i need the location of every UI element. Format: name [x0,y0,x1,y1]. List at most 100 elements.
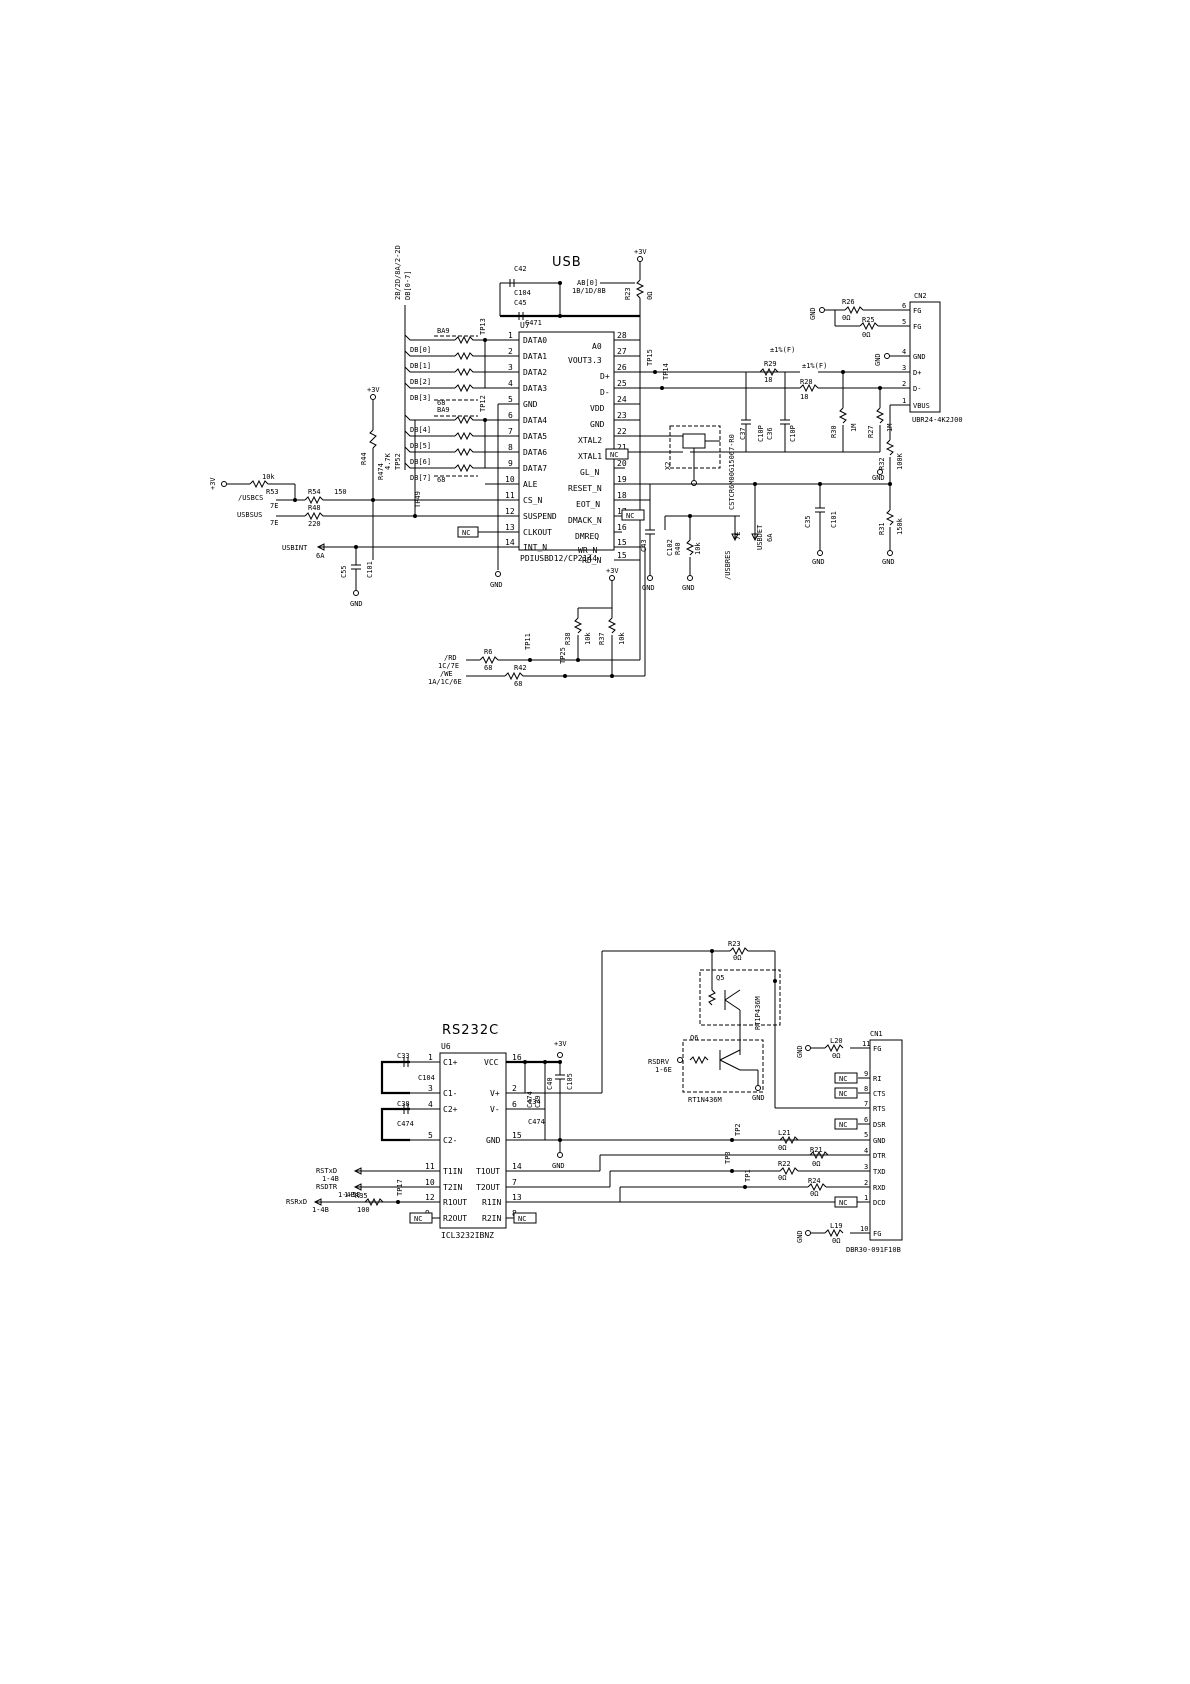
svg-text:C474: C474 [397,1120,414,1128]
svg-text:+3V: +3V [554,1040,567,1048]
svg-text:10k: 10k [694,542,702,555]
svg-text:150k: 150k [896,517,904,535]
cn2-pin-fg5: 5FG [890,318,921,331]
svg-text:D-: D- [600,388,610,397]
svg-text:0Ω: 0Ω [733,954,741,962]
svg-text:/USBCS: /USBCS [238,494,263,502]
svg-text:R1OUT: R1OUT [443,1198,467,1207]
svg-text:0Ω: 0Ω [812,1160,820,1168]
svg-text:NC: NC [518,1215,526,1223]
svg-text:100K: 100K [896,452,904,470]
svg-text:2: 2 [508,347,513,356]
svg-text:8: 8 [508,443,513,452]
svg-text:TP25: TP25 [559,647,567,664]
svg-text:CN1: CN1 [870,1030,883,1038]
svg-text:DCD: DCD [873,1199,886,1207]
svg-text:2: 2 [512,1084,517,1093]
svg-text:GND: GND [642,584,655,592]
svg-text:A0: A0 [592,342,602,351]
svg-text:DATA7: DATA7 [523,464,547,473]
u7-pin-25: 25D- [600,379,655,397]
svg-text:VDD: VDD [590,404,605,413]
svg-text:T1OUT: T1OUT [476,1167,500,1176]
cn2-pin-dm: 2D- [902,380,921,393]
svg-text:68: 68 [514,680,522,688]
svg-text:16: 16 [617,523,627,532]
svg-text:1-5D: 1-5D [344,1191,361,1199]
svg-text:DB[0-7]: DB[0-7] [404,270,412,300]
u6-pin-3: 3C1- [410,1084,457,1098]
svg-text:RT1P436M: RT1P436M [754,996,762,1030]
svg-text:RXD: RXD [873,1184,886,1192]
svg-text:D+: D+ [600,372,610,381]
resistor-array-ba9-b: BA9 68 [434,406,478,484]
svg-text:VBUS: VBUS [913,402,930,410]
svg-text:R37: R37 [598,632,606,645]
svg-text:L19: L19 [830,1222,843,1230]
svg-text:1: 1 [508,331,513,340]
svg-text:R6: R6 [484,648,492,656]
svg-text:GND: GND [882,558,895,566]
svg-text:+3V: +3V [209,477,217,490]
svg-text:DATA2: DATA2 [523,368,547,377]
cn1-pin-9: 9RI [858,1070,881,1083]
svg-text:NC: NC [610,451,618,459]
svg-text:3: 3 [428,1084,433,1093]
svg-text:R44: R44 [360,452,368,465]
svg-text:C2+: C2+ [443,1105,458,1114]
svg-text:RSDTR: RSDTR [316,1183,338,1191]
svg-text:15: 15 [512,1131,522,1140]
svg-text:GND: GND [490,581,503,589]
svg-text:EOT_N: EOT_N [576,500,600,509]
svg-text:5: 5 [864,1131,868,1139]
svg-text:/USBRES: /USBRES [724,550,732,580]
svg-text:C2-: C2- [443,1136,457,1145]
svg-text:GND: GND [809,307,817,320]
svg-text:7E: 7E [734,532,742,540]
svg-text:20: 20 [617,459,627,468]
svg-text:6A: 6A [766,533,774,542]
svg-text:GND: GND [913,353,926,361]
svg-text:R29: R29 [764,360,777,368]
svg-text:21: 21 [617,443,627,452]
svg-text:7E: 7E [270,502,278,510]
svg-text:Q6: Q6 [690,1034,698,1042]
usb-right-side: NC NC TP15 TP14 ±1%(F) ±1%(F) R29 18 R28… [605,292,963,592]
svg-text:TP52: TP52 [394,453,402,470]
svg-text:±1%(F): ±1%(F) [802,362,827,370]
svg-text:4: 4 [508,379,513,388]
svg-text:R27: R27 [867,425,875,438]
svg-text:DB[0]: DB[0] [410,346,431,354]
svg-text:T2OUT: T2OUT [476,1183,500,1192]
svg-text:DB[5]: DB[5] [410,442,431,450]
svg-text:GND: GND [796,1230,804,1243]
svg-text:TP15: TP15 [646,349,654,366]
svg-text:NC: NC [626,512,634,520]
svg-text:12: 12 [505,507,515,516]
svg-text:12: 12 [425,1193,435,1202]
svg-text:10k: 10k [262,473,275,481]
svg-text:6A: 6A [316,552,325,560]
svg-text:GND: GND [872,474,885,482]
svg-text:RSRxD: RSRxD [286,1198,307,1206]
svg-text:15: 15 [617,551,627,560]
svg-text:9: 9 [864,1070,868,1078]
svg-text:XTAL1: XTAL1 [578,452,602,461]
svg-text:3: 3 [508,363,513,372]
